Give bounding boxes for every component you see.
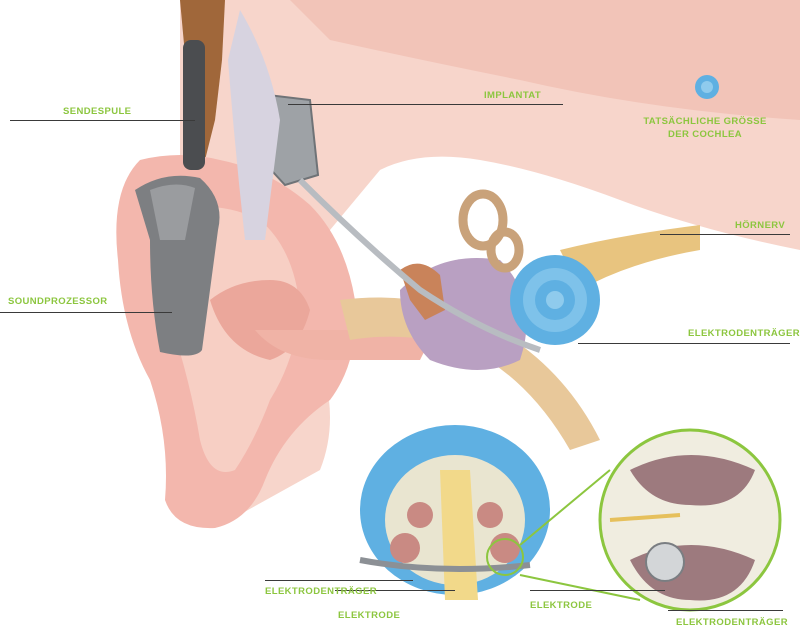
leader-soundprozessor bbox=[0, 312, 172, 313]
leader-sendespule bbox=[10, 120, 195, 121]
label-cochlea-size-line2: DER COCHLEA bbox=[667, 129, 743, 140]
auditory-nerve bbox=[560, 225, 700, 290]
leader-elektrode-detail bbox=[335, 590, 455, 591]
label-cochlea-size: TATSÄCHLICHE GRÖSSE DER COCHLEA bbox=[630, 115, 780, 141]
leader-implantat bbox=[288, 104, 563, 105]
leader-elektrodentraeger-detail bbox=[265, 580, 413, 581]
cochlea-cross-section bbox=[359, 425, 550, 600]
label-soundprozessor: SOUNDPROZESSOR bbox=[8, 296, 108, 307]
actual-size-cochlea-icon bbox=[695, 75, 719, 99]
label-elektrode-detail: ELEKTRODE bbox=[338, 610, 401, 621]
label-implantat: IMPLANTAT bbox=[484, 90, 542, 101]
leader-elektrodentraeger-main bbox=[578, 343, 790, 344]
leader-hoernerv bbox=[660, 234, 790, 235]
head-tissue bbox=[180, 0, 800, 520]
zoom-connector-top bbox=[519, 469, 611, 546]
cochlear-implant-device bbox=[228, 10, 541, 353]
leader-elektrodentraeger-zoom bbox=[668, 610, 783, 611]
label-sendespule: SENDESPULE bbox=[63, 106, 132, 117]
label-elektrodentraeger-main: ELEKTRODENTRÄGER bbox=[688, 328, 800, 339]
transmitter-coil bbox=[183, 40, 205, 170]
sound-processor bbox=[135, 175, 220, 356]
detail-highlight bbox=[486, 538, 524, 576]
label-elektrodentraeger-zoom: ELEKTRODENTRÄGER bbox=[676, 617, 788, 628]
label-cochlea-size-line1: TATSÄCHLICHE GRÖSSE bbox=[643, 116, 767, 127]
zoom-circle bbox=[598, 428, 782, 612]
label-hoernerv: HÖRNERV bbox=[735, 220, 786, 231]
ear-canal bbox=[340, 297, 600, 450]
semicircular-canals bbox=[458, 189, 524, 273]
cochlea-spiral bbox=[510, 255, 600, 345]
leader-elektrode-zoom bbox=[530, 590, 665, 591]
zoom-connector-bottom bbox=[519, 574, 641, 601]
label-elektrodentraeger-detail: ELEKTRODENTRÄGER bbox=[265, 586, 377, 597]
label-elektrode-zoom: ELEKTRODE bbox=[530, 600, 593, 611]
